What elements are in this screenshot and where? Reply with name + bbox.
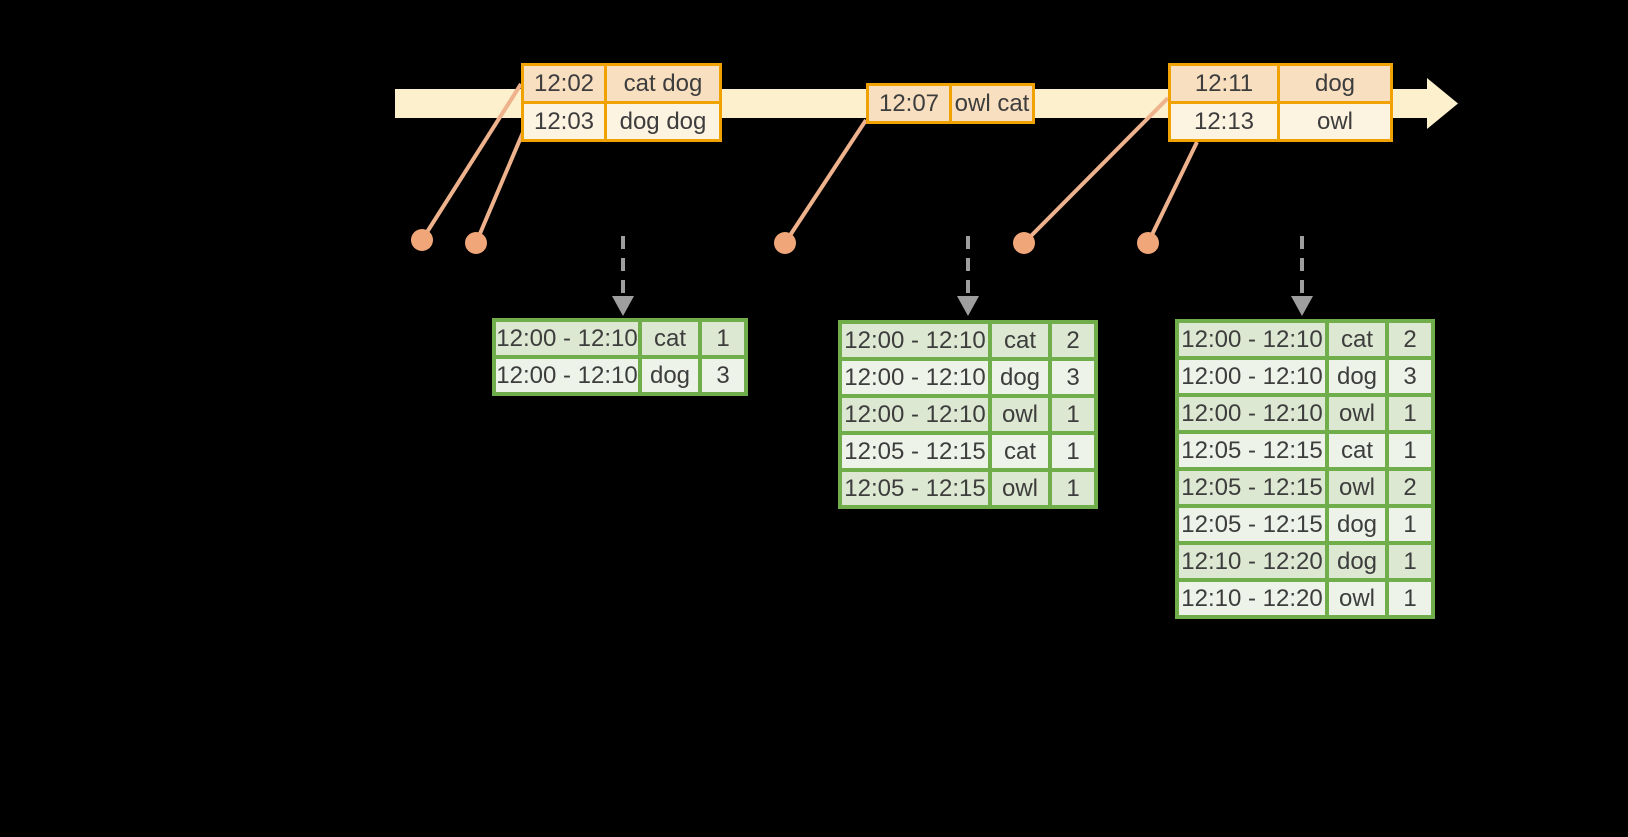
down-arrowhead-icon bbox=[957, 296, 979, 316]
count-cell: 1 bbox=[1052, 472, 1094, 505]
word-cell: owl bbox=[1329, 582, 1385, 615]
result-row: 12:00 - 12:10 dog 3 bbox=[842, 361, 1094, 394]
count-cell: 1 bbox=[1389, 434, 1431, 467]
event-row: 12:03 dog dog bbox=[524, 104, 719, 139]
result-row: 12:05 - 12:15 owl 1 bbox=[842, 472, 1094, 505]
event-row: 12:13 owl bbox=[1171, 104, 1390, 139]
count-cell: 2 bbox=[1389, 471, 1431, 504]
count-cell: 1 bbox=[1389, 508, 1431, 541]
connector-line bbox=[1022, 96, 1170, 245]
word-cell: owl bbox=[1329, 397, 1385, 430]
event-words-cell: owl bbox=[1280, 104, 1390, 139]
event-row: 12:02 cat dog bbox=[524, 66, 719, 101]
event-table-1: 12:02 cat dog 12:03 dog dog bbox=[521, 63, 722, 142]
event-time-cell: 12:03 bbox=[524, 104, 604, 139]
result-row: 12:00 - 12:10 cat 2 bbox=[842, 324, 1094, 357]
count-cell: 2 bbox=[1052, 324, 1094, 357]
count-cell: 1 bbox=[1052, 435, 1094, 468]
word-cell: cat bbox=[992, 435, 1048, 468]
down-arrowhead-icon bbox=[612, 296, 634, 316]
event-time-cell: 12:11 bbox=[1171, 66, 1277, 101]
event-time-cell: 12:07 bbox=[869, 86, 949, 121]
window-cell: 12:05 - 12:15 bbox=[1179, 434, 1325, 467]
word-cell: dog bbox=[1329, 545, 1385, 578]
window-cell: 12:00 - 12:10 bbox=[1179, 360, 1325, 393]
event-time-cell: 12:13 bbox=[1171, 104, 1277, 139]
result-table-1: 12:00 - 12:10 cat 1 12:00 - 12:10 dog 3 bbox=[492, 318, 748, 396]
connector-line bbox=[474, 129, 526, 244]
result-row: 12:00 - 12:10 owl 1 bbox=[842, 398, 1094, 431]
connector-line bbox=[420, 82, 523, 242]
window-cell: 12:05 - 12:15 bbox=[842, 472, 988, 505]
event-words-cell: dog bbox=[1280, 66, 1390, 101]
event-row: 12:07 owl cat bbox=[869, 86, 1032, 121]
word-cell: cat bbox=[992, 324, 1048, 357]
window-cell: 12:00 - 12:10 bbox=[1179, 323, 1325, 356]
word-cell: cat bbox=[642, 322, 698, 355]
result-row: 12:00 - 12:10 cat 1 bbox=[496, 322, 744, 355]
result-row: 12:00 - 12:10 owl 1 bbox=[1179, 397, 1431, 430]
event-row: 12:11 dog bbox=[1171, 66, 1390, 101]
count-cell: 1 bbox=[702, 322, 744, 355]
event-dot-icon bbox=[1137, 232, 1159, 254]
event-table-2: 12:07 owl cat bbox=[866, 83, 1035, 124]
window-cell: 12:10 - 12:20 bbox=[1179, 545, 1325, 578]
count-cell: 3 bbox=[1389, 360, 1431, 393]
count-cell: 3 bbox=[1052, 361, 1094, 394]
result-row: 12:10 - 12:20 dog 1 bbox=[1179, 545, 1431, 578]
down-arrowhead-icon bbox=[1291, 296, 1313, 316]
window-cell: 12:05 - 12:15 bbox=[1179, 508, 1325, 541]
word-cell: owl bbox=[992, 398, 1048, 431]
word-cell: cat bbox=[1329, 434, 1385, 467]
count-cell: 1 bbox=[1052, 398, 1094, 431]
word-cell: dog bbox=[992, 361, 1048, 394]
event-words-cell: owl cat bbox=[952, 86, 1032, 121]
window-cell: 12:00 - 12:10 bbox=[842, 398, 988, 431]
event-dot-icon bbox=[411, 229, 433, 251]
result-row: 12:10 - 12:20 owl 1 bbox=[1179, 582, 1431, 615]
event-time-cell: 12:02 bbox=[524, 66, 604, 101]
word-cell: dog bbox=[1329, 508, 1385, 541]
count-cell: 3 bbox=[702, 359, 744, 392]
event-words-cell: cat dog bbox=[607, 66, 719, 101]
result-row: 12:05 - 12:15 cat 1 bbox=[842, 435, 1094, 468]
result-row: 12:05 - 12:15 cat 1 bbox=[1179, 434, 1431, 467]
window-cell: 12:00 - 12:10 bbox=[496, 359, 638, 392]
window-cell: 12:05 - 12:15 bbox=[1179, 471, 1325, 504]
count-cell: 1 bbox=[1389, 397, 1431, 430]
word-cell: cat bbox=[1329, 323, 1385, 356]
result-row: 12:00 - 12:10 cat 2 bbox=[1179, 323, 1431, 356]
count-cell: 2 bbox=[1389, 323, 1431, 356]
count-cell: 1 bbox=[1389, 545, 1431, 578]
word-cell: owl bbox=[1329, 471, 1385, 504]
window-cell: 12:00 - 12:10 bbox=[496, 322, 638, 355]
word-cell: dog bbox=[642, 359, 698, 392]
result-row: 12:05 - 12:15 dog 1 bbox=[1179, 508, 1431, 541]
event-dot-icon bbox=[465, 232, 487, 254]
word-cell: dog bbox=[1329, 360, 1385, 393]
event-table-3: 12:11 dog 12:13 owl bbox=[1168, 63, 1393, 142]
result-row: 12:00 - 12:10 dog 3 bbox=[1179, 360, 1431, 393]
window-cell: 12:00 - 12:10 bbox=[842, 324, 988, 357]
event-dot-icon bbox=[1013, 232, 1035, 254]
result-row: 12:05 - 12:15 owl 2 bbox=[1179, 471, 1431, 504]
window-cell: 12:00 - 12:10 bbox=[842, 361, 988, 394]
connector-line bbox=[783, 118, 868, 245]
connector-line bbox=[1146, 141, 1199, 244]
word-cell: owl bbox=[992, 472, 1048, 505]
window-cell: 12:05 - 12:15 bbox=[842, 435, 988, 468]
event-dot-icon bbox=[774, 232, 796, 254]
result-table-2: 12:00 - 12:10 cat 2 12:00 - 12:10 dog 3 … bbox=[838, 320, 1098, 509]
window-cell: 12:10 - 12:20 bbox=[1179, 582, 1325, 615]
event-words-cell: dog dog bbox=[607, 104, 719, 139]
count-cell: 1 bbox=[1389, 582, 1431, 615]
window-cell: 12:00 - 12:10 bbox=[1179, 397, 1325, 430]
result-row: 12:00 - 12:10 dog 3 bbox=[496, 359, 744, 392]
result-table-3: 12:00 - 12:10 cat 2 12:00 - 12:10 dog 3 … bbox=[1175, 319, 1435, 619]
